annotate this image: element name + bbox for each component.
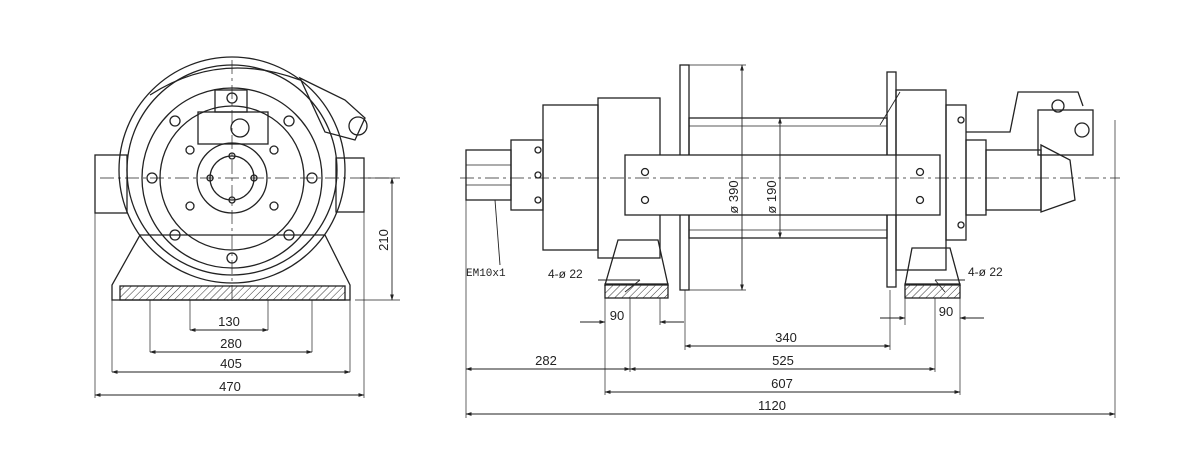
side-view bbox=[460, 64, 1120, 418]
front-view bbox=[94, 56, 400, 398]
dim-dia-190: ø 190 bbox=[764, 180, 779, 213]
valve-block bbox=[197, 111, 269, 145]
frame-beam bbox=[624, 154, 941, 216]
brake-lever bbox=[298, 76, 366, 141]
shaft-stub bbox=[465, 149, 512, 201]
dim-1120: 1120 bbox=[758, 398, 786, 413]
side-view-dimensions: 90 90 340 282 525 607 1120 ø 390 ø 190 4… bbox=[466, 180, 1003, 413]
gearbox-body bbox=[542, 104, 599, 251]
dim-90-right: 90 bbox=[939, 304, 953, 319]
dim-470: 470 bbox=[219, 379, 241, 394]
valve-port bbox=[214, 89, 248, 113]
front-view-dimensions: 130 280 405 470 210 bbox=[218, 229, 391, 394]
dim-dia-390: ø 390 bbox=[726, 180, 741, 213]
right-foot bbox=[904, 247, 961, 286]
left-foot-hatch bbox=[604, 283, 669, 299]
lever-pin bbox=[348, 116, 368, 136]
motor-housing bbox=[985, 149, 1042, 211]
dim-130: 130 bbox=[218, 314, 240, 329]
dim-280: 280 bbox=[220, 336, 242, 351]
dim-340: 340 bbox=[775, 330, 797, 345]
note-holes-left: 4-ø 22 bbox=[548, 267, 583, 281]
drum-outer-ring bbox=[118, 56, 346, 284]
right-boss bbox=[335, 157, 365, 213]
hydraulic-motor bbox=[965, 139, 987, 216]
dim-405: 405 bbox=[220, 356, 242, 371]
hydraulic-pipe bbox=[966, 91, 1084, 133]
valve-block-side bbox=[1037, 109, 1094, 156]
motor-flange-right bbox=[945, 104, 967, 241]
note-holes-right: 4-ø 22 bbox=[968, 265, 1003, 279]
dim-90-left: 90 bbox=[610, 308, 624, 323]
left-foot bbox=[604, 239, 669, 286]
dim-607: 607 bbox=[771, 376, 793, 391]
wire-rope-arc bbox=[149, 67, 301, 96]
gearbox-flange bbox=[510, 139, 544, 211]
dim-525: 525 bbox=[772, 353, 794, 368]
left-boss bbox=[94, 154, 128, 214]
valve-nut bbox=[230, 118, 250, 138]
dim-210: 210 bbox=[376, 229, 391, 251]
right-foot-hatch bbox=[904, 283, 961, 299]
dim-282: 282 bbox=[535, 353, 557, 368]
base-hatch bbox=[119, 285, 346, 301]
note-shaft-thread: EM10x1 bbox=[466, 268, 506, 280]
